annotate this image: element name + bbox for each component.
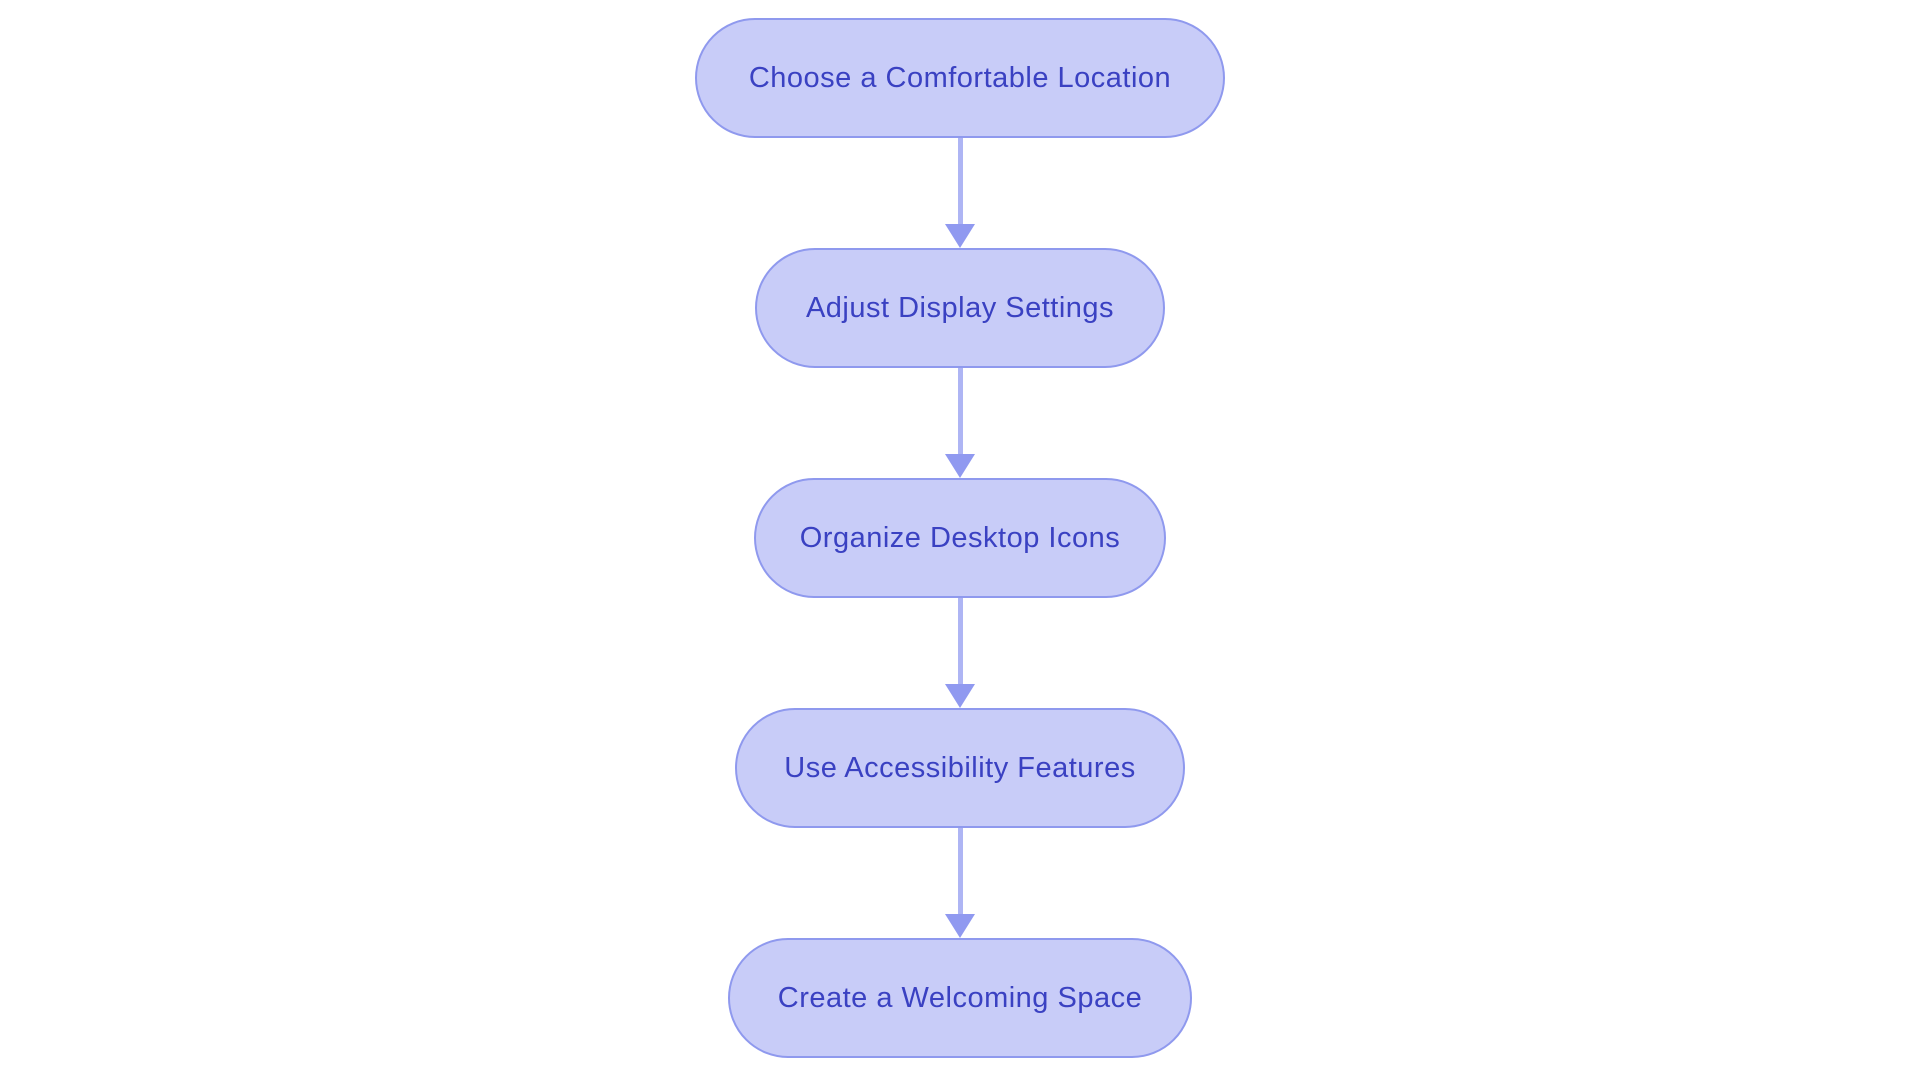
flow-node-label: Create a Welcoming Space: [777, 981, 1143, 1014]
arrow-connector-2: [945, 368, 975, 478]
flow-node-accessibility: Use Accessibility Features: [735, 708, 1185, 828]
arrow-shaft: [957, 368, 963, 454]
arrow-shaft: [957, 138, 963, 224]
flow-node-organize-icons: Organize Desktop Icons: [754, 478, 1166, 598]
arrow-connector-1: [945, 138, 975, 248]
arrow-head-icon: [945, 684, 975, 708]
flow-node-adjust-display: Adjust Display Settings: [755, 248, 1165, 368]
flow-node-welcoming-space: Create a Welcoming Space: [728, 938, 1192, 1058]
arrow-head-icon: [945, 224, 975, 248]
flow-node-label: Choose a Comfortable Location: [748, 61, 1172, 94]
flow-node-choose-location: Choose a Comfortable Location: [695, 18, 1225, 138]
flow-node-label: Organize Desktop Icons: [799, 521, 1121, 554]
arrow-shaft: [957, 828, 963, 914]
flow-node-label: Use Accessibility Features: [784, 751, 1136, 784]
arrow-head-icon: [945, 454, 975, 478]
arrow-head-icon: [945, 914, 975, 938]
arrow-connector-4: [945, 828, 975, 938]
arrow-shaft: [957, 598, 963, 684]
arrow-connector-3: [945, 598, 975, 708]
flow-node-label: Adjust Display Settings: [805, 291, 1115, 324]
